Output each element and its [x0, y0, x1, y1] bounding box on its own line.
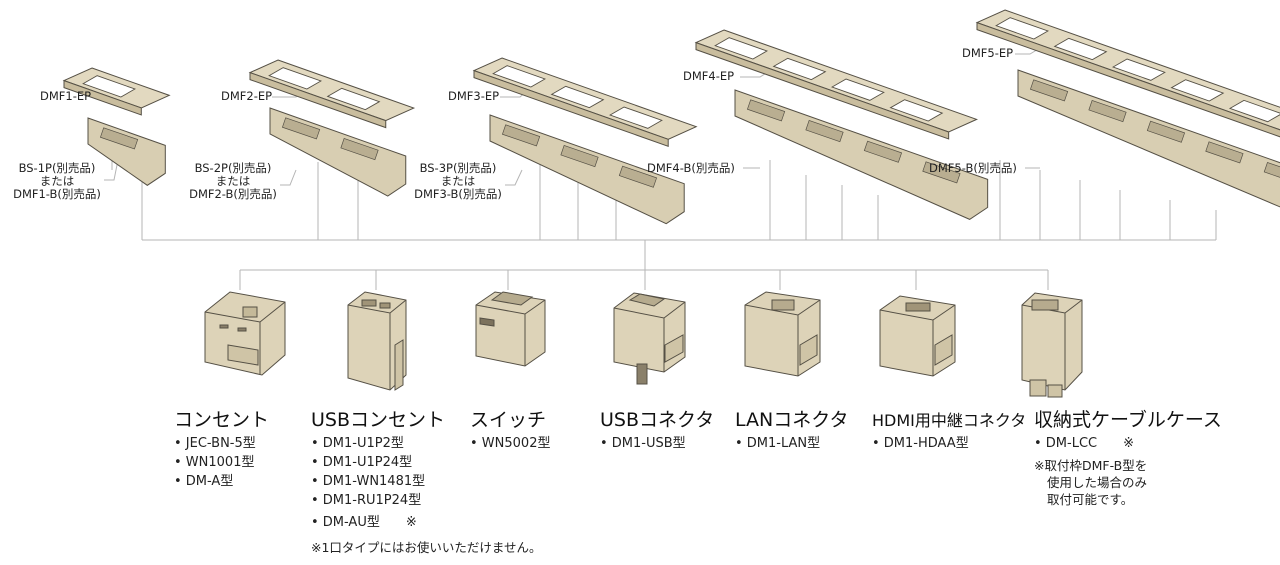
cable-case-illustration	[1021, 292, 1083, 398]
category-usb-outlet-item-2: • DM1-U1P24型	[311, 455, 413, 470]
frame-4-opening	[889, 99, 944, 122]
category-title-cable-case: 収納式ケーブルケース	[1034, 409, 1222, 431]
frame-4-base-slot	[805, 120, 844, 143]
label-base-2-line-3: DMF2-B(別売品)	[189, 187, 277, 201]
category-usb-outlet-item-5: • DM-AU型 ※	[311, 515, 417, 530]
frame-2-opening	[268, 67, 322, 90]
category-outlet-item-2: • WN1001型	[174, 455, 255, 470]
category-usb-connector-item-1: • DM1-USB型	[600, 436, 686, 451]
label-dmf1-ep: DMF1-EP	[40, 89, 92, 103]
usb-outlet-note: ※1口タイプにはお使いいただけません。	[311, 540, 542, 555]
category-outlet-item-1: • JEC-BN-5型	[174, 436, 256, 451]
category-title-outlet: コンセント	[174, 409, 270, 431]
label-base-3-line-2: または	[440, 174, 476, 188]
frame-4-base-slot	[863, 140, 903, 163]
switch-illustration	[475, 291, 546, 367]
label-base-2-line-1: BS-2P(別売品)	[194, 161, 272, 175]
category-cable-case-item-1: • DM-LCC ※	[1034, 436, 1135, 451]
frame-3-opening	[550, 85, 605, 109]
frame-3-base-slot	[501, 124, 541, 147]
frame-5-opening	[1053, 37, 1108, 61]
category-outlet-item-3: • DM-A型	[174, 474, 234, 489]
cable-case-note-line-3: 取付可能です。	[1047, 492, 1134, 507]
label-base-4: DMF4-B(別売品)	[647, 161, 735, 175]
frame-1-base-slot	[99, 127, 139, 150]
frame-4-opening	[831, 78, 885, 101]
label-dmf4-ep: DMF4-EP	[683, 69, 735, 83]
frame-5-base-slot	[1205, 141, 1244, 164]
label-dmf3-ep: DMF3-EP	[448, 89, 500, 103]
label-base-1-line-1: BS-1P(別売品)	[18, 161, 96, 175]
label-base-3: BS-3P(別売品) または DMF3-B(別売品)	[411, 162, 505, 201]
frame-2-opening	[326, 87, 381, 111]
category-switch-item-1: • WN5002型	[470, 436, 551, 451]
lan-connector-illustration	[744, 291, 821, 377]
frame-1	[62, 67, 171, 186]
label-dmf2-ep: DMF2-EP	[221, 89, 273, 103]
device-illustrations	[204, 291, 1083, 398]
outlet-illustration	[204, 291, 286, 376]
frame-5	[975, 9, 1280, 208]
frame-5-base-slot	[1263, 162, 1280, 185]
frame-2	[248, 59, 416, 197]
frame-5-base-slot	[1146, 120, 1186, 143]
label-base-2-line-2: または	[215, 174, 251, 188]
label-base-2: BS-2P(別売品) または DMF2-B(別売品)	[186, 162, 280, 201]
usb-connector-illustration	[613, 292, 686, 385]
category-usb-outlet-item-3: • DM1-WN1481型	[311, 474, 426, 489]
frame-2-base-slot	[340, 138, 379, 161]
category-title-usb-connector: USBコネクタ	[600, 409, 715, 431]
category-title-hdmi-connector: HDMI用中継コネクタ	[872, 411, 1027, 430]
frame-3-base-slot	[618, 165, 658, 188]
category-title-usb-outlet: USBコンセント	[311, 409, 446, 431]
frame-4-base-slot	[922, 161, 961, 184]
frame-3-opening	[609, 106, 663, 129]
frame-5-base-slot	[1088, 100, 1127, 123]
label-base-1: BS-1P(別売品) または DMF1-B(別売品)	[10, 162, 104, 201]
label-base-3-line-1: BS-3P(別売品)	[419, 161, 497, 175]
connector-lines	[96, 47, 1217, 290]
frame-1-plate-edge	[63, 79, 142, 116]
label-base-1-line-3: DMF1-B(別売品)	[13, 187, 101, 201]
frame-3-opening	[492, 65, 546, 88]
category-usb-outlet-item-1: • DM1-U1P2型	[311, 436, 404, 451]
frame-assemblies	[62, 9, 1280, 225]
usb-outlet-illustration	[347, 291, 407, 391]
category-lan-connector-item-1: • DM1-LAN型	[735, 436, 821, 451]
hdmi-connector-illustration	[879, 295, 956, 377]
frame-3-base	[489, 114, 685, 225]
category-hdmi-connector-item-1: • DM1-HDAA型	[872, 436, 969, 451]
category-title-lan-connector: LANコネクタ	[735, 409, 849, 431]
frame-1-opening	[82, 75, 136, 98]
frame-2-base-slot	[281, 117, 321, 140]
cable-case-note-line-1: ※取付枠DMF-B型を	[1034, 458, 1148, 473]
frame-5-opening	[1228, 99, 1280, 123]
label-base-1-line-2: または	[39, 174, 75, 188]
frame-5-opening	[1170, 79, 1225, 102]
category-title-switch: スイッチ	[470, 409, 547, 431]
frame-2-plate-edge	[249, 71, 387, 129]
frame-4-plate-edge	[695, 41, 950, 140]
frame-4-base-slot	[746, 99, 786, 122]
frame-3	[472, 57, 698, 225]
frame-4-opening	[772, 57, 827, 81]
frame-4-base	[734, 89, 989, 220]
label-base-5: DMF5-B(別売品)	[929, 161, 1017, 175]
label-base-3-line-3: DMF3-B(別売品)	[414, 187, 502, 201]
frame-5-base	[1017, 69, 1280, 208]
label-dmf5-ep: DMF5-EP	[962, 46, 1014, 60]
frame-4	[694, 29, 989, 220]
category-usb-outlet-item-4: • DM1-RU1P24型	[311, 493, 422, 508]
frame-5-opening	[1112, 58, 1166, 81]
frame-5-base-slot	[1029, 79, 1069, 102]
frame-3-base-slot	[560, 145, 599, 168]
frame-5-plate-edge	[976, 21, 1280, 138]
frame-3-plate-edge	[473, 69, 669, 148]
frame-4-opening	[714, 37, 768, 60]
cable-case-note-line-2: 使用した場合のみ	[1047, 475, 1148, 490]
frame-5-opening	[995, 17, 1049, 40]
